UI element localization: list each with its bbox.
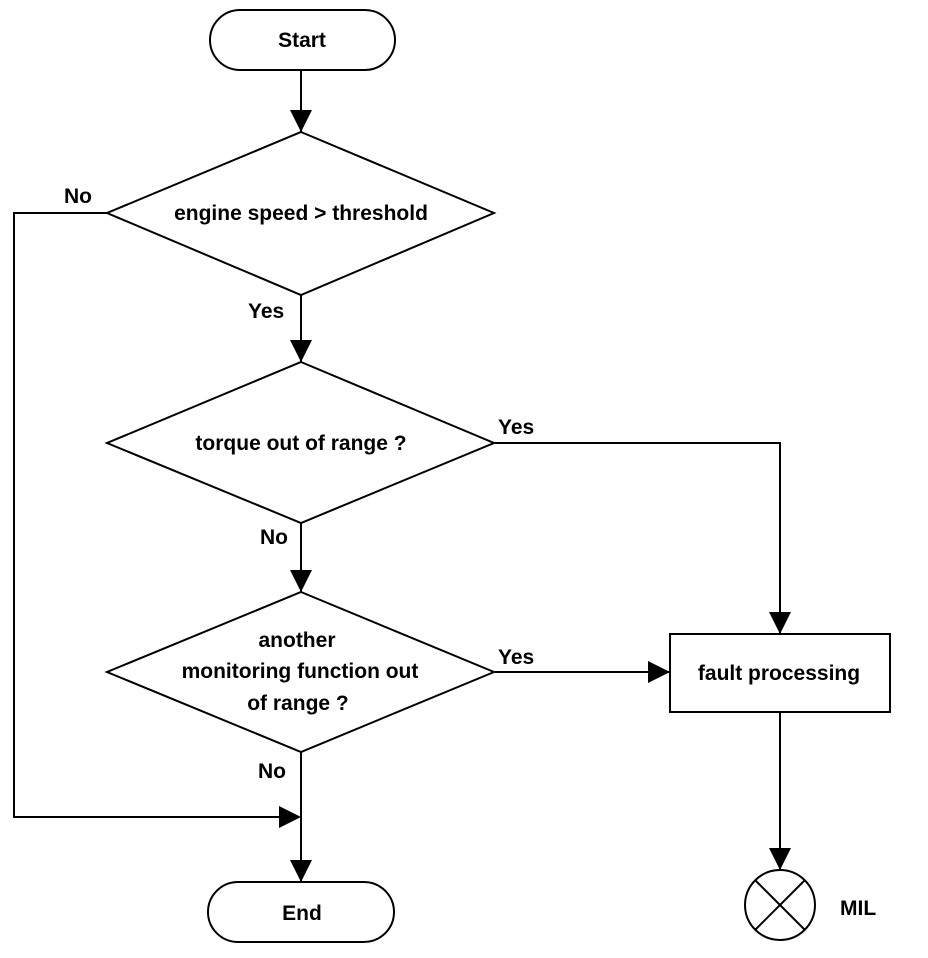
torque-decision-diamond — [104, 360, 497, 525]
connectors — [13, 70, 781, 882]
speed-decision-label: engine speed > threshold — [174, 202, 428, 225]
torque-decision-label: torque out of range ? — [195, 432, 406, 455]
fault-processing-node: fault processing — [669, 633, 891, 713]
edge-label-monitor-yes: Yes — [498, 646, 534, 669]
connector-speed-no-loop — [13, 212, 299, 818]
arrowhead-right-icon — [279, 806, 301, 828]
monitor-decision-diamond — [104, 590, 497, 754]
arrowhead-down-icon — [769, 612, 791, 634]
edge-label-monitor-no: No — [258, 760, 286, 783]
arrowhead-down-icon — [769, 848, 791, 870]
start-terminator — [209, 9, 396, 71]
edge-labels: No Yes Yes No Yes No — [64, 185, 534, 783]
arrowhead-right-icon — [648, 661, 670, 683]
torque-decision-node: torque out of range ? — [104, 360, 497, 525]
monitor-decision-label-line-1: another — [258, 629, 335, 652]
arrowheads — [279, 110, 791, 882]
arrowhead-down-icon — [290, 340, 312, 362]
end-terminator — [207, 881, 395, 943]
monitor-decision-label-line-3: of range ? — [247, 692, 349, 715]
end-node: End — [207, 881, 395, 943]
start-node: Start — [209, 9, 396, 71]
connector-torque-yes-to-fault — [495, 442, 781, 634]
fault-processing-box — [669, 633, 891, 713]
arrowhead-down-icon — [290, 860, 312, 882]
arrowhead-down-icon — [290, 110, 312, 132]
arrowhead-down-icon — [290, 570, 312, 592]
edge-label-torque-no: No — [260, 526, 288, 549]
monitor-decision-node: another monitoring function out of range… — [104, 590, 497, 754]
start-label: Start — [278, 29, 326, 52]
mil-node: MIL — [744, 869, 876, 941]
end-label: End — [282, 902, 322, 925]
edge-label-speed-yes: Yes — [248, 300, 284, 323]
edge-label-torque-yes: Yes — [498, 416, 534, 439]
speed-decision-node: engine speed > threshold — [104, 130, 497, 297]
mil-label: MIL — [840, 897, 876, 920]
fault-processing-label: fault processing — [698, 662, 860, 685]
speed-decision-diamond — [104, 130, 497, 297]
mil-lamp-cross-b — [754, 879, 806, 931]
monitor-decision-label-line-2: monitoring function out — [182, 660, 419, 683]
edge-label-speed-no: No — [64, 185, 92, 208]
